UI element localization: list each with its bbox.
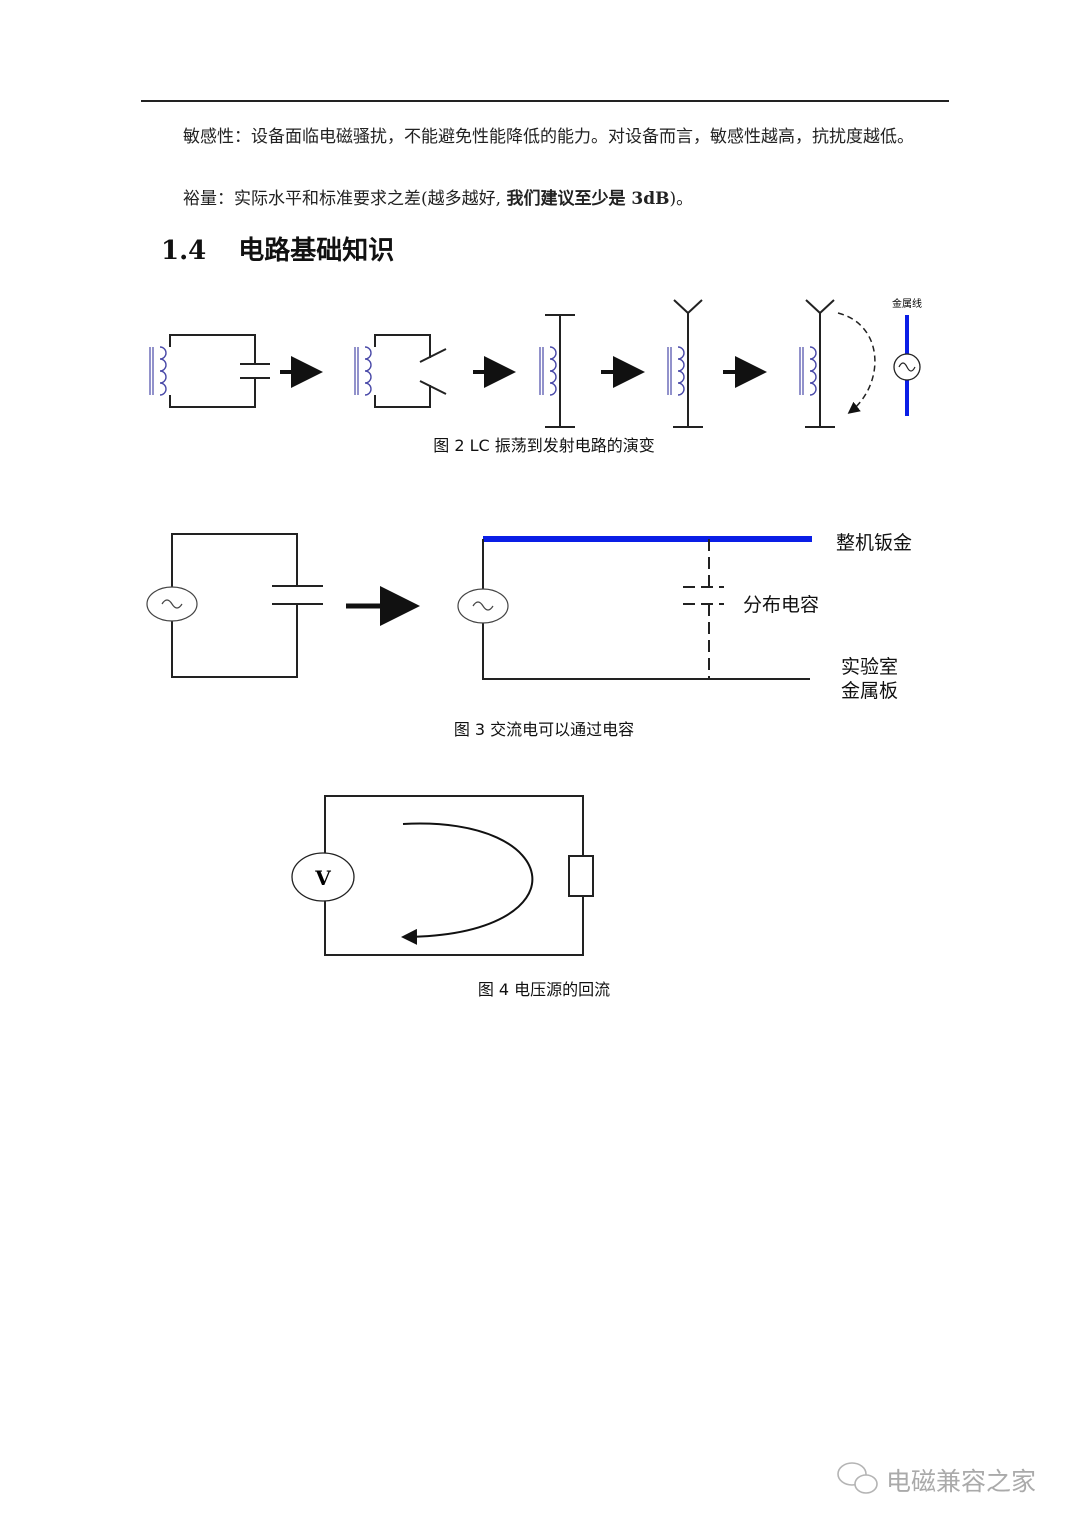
antenna-icon bbox=[673, 299, 703, 428]
figure-2-caption: 图 2 LC 振荡到发射电路的演变 bbox=[433, 436, 655, 455]
voltmeter-label: V bbox=[314, 866, 331, 890]
wire-label: 金属线 bbox=[892, 297, 922, 310]
figure-4: V 图 4 电压源的回流 bbox=[291, 795, 610, 999]
chassis-label: 整机钣金 bbox=[836, 532, 912, 554]
paragraph-sensitivity: 敏感性：设备面临电磁骚扰，不能避免性能降低的能力。对设备而言，敏感性越高，抗扰度… bbox=[183, 127, 914, 147]
distributed-capacitor-icon bbox=[683, 539, 724, 679]
inductor-icon bbox=[149, 346, 167, 396]
figure-3-caption: 图 3 交流电可以通过电容 bbox=[454, 720, 634, 739]
figure-2: 金属线 图 2 LC 振荡到发射电路的演变 bbox=[149, 297, 922, 455]
watermark-text: 电磁兼容之家 bbox=[886, 1467, 1036, 1496]
inductor-icon bbox=[667, 346, 685, 396]
radiation-arrow-icon bbox=[837, 312, 876, 414]
inductor-icon bbox=[354, 346, 372, 396]
resistor-icon bbox=[568, 855, 594, 897]
margin-text: 裕量：实际水平和标准要求之差(越多越好, bbox=[183, 189, 507, 209]
dipole-circuit bbox=[539, 314, 575, 428]
margin-end: )。 bbox=[669, 189, 694, 209]
margin-recommendation: 我们建议至少是 3dB bbox=[506, 189, 670, 209]
lc-circuit bbox=[149, 334, 270, 408]
paragraph-margin: 裕量：实际水平和标准要求之差(越多越好, 我们建议至少是 3dB)。 bbox=[144, 185, 950, 214]
figure-3: 整机钣金 分布电容 实验室 金属板 图 3 交流电可以通过电容 bbox=[146, 532, 912, 739]
capacitance-label: 分布电容 bbox=[743, 594, 819, 616]
antenna-icon bbox=[805, 299, 835, 428]
header-rule bbox=[141, 100, 949, 102]
figure-4-caption: 图 4 电压源的回流 bbox=[478, 980, 610, 999]
open-circuit bbox=[354, 334, 447, 408]
lab-plate-label-1: 实验室 bbox=[841, 656, 898, 678]
section-heading: 1.4 电路基础知识 bbox=[161, 230, 394, 267]
section-number: 1.4 bbox=[161, 236, 207, 266]
antenna-circuit bbox=[667, 299, 703, 428]
inductor-icon bbox=[799, 346, 817, 396]
watermark: 电磁兼容之家 bbox=[837, 1462, 1036, 1496]
radiating-circuit: 金属线 bbox=[799, 297, 922, 428]
wechat-icon bbox=[837, 1462, 878, 1494]
capacitor-icon bbox=[272, 585, 323, 605]
voltmeter-icon bbox=[291, 852, 355, 902]
capacitor-icon bbox=[240, 363, 270, 379]
lab-plate-label-2: 金属板 bbox=[841, 680, 898, 702]
current-flow-arrow-icon bbox=[401, 822, 534, 945]
section-title: 电路基础知识 bbox=[238, 236, 395, 266]
inductor-icon bbox=[539, 346, 557, 396]
